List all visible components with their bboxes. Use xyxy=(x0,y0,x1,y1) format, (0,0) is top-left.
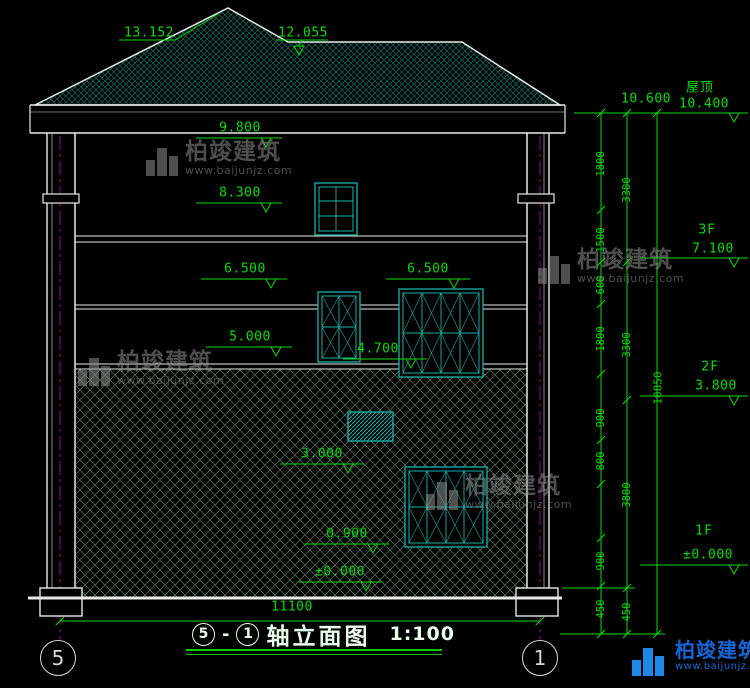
watermark-brand: 柏竣建筑 xyxy=(185,139,281,165)
watermark: 柏竣建筑 www.baijunjz.com xyxy=(146,140,292,177)
watermark-site: www.baijunjz.com xyxy=(577,272,685,286)
watermark: 柏竣建筑 www.baijunjz.com xyxy=(538,248,684,285)
dim-6500-right: 6.500 xyxy=(407,261,449,277)
level-1f-value: ±0.000 xyxy=(683,547,733,563)
watermark: 柏竣建筑 www.baijunjz.com xyxy=(426,474,572,511)
title-scale: 1:100 xyxy=(389,623,455,645)
dim-chain-inner-6: 900 xyxy=(595,551,607,571)
watermark-site: www.baijunjz.com xyxy=(185,164,293,178)
watermark-brand: 柏竣建筑 xyxy=(577,247,673,273)
axis-bubble-right: 1 xyxy=(522,640,558,676)
baijun-logo-icon xyxy=(426,476,460,510)
axis-lines xyxy=(59,136,541,641)
balcony-railing xyxy=(347,411,394,442)
dim-ridge-main: 13.152 xyxy=(124,25,174,41)
dim-total-width: 11100 xyxy=(271,599,313,615)
dim-6500-left: 6.500 xyxy=(224,261,266,277)
window-2f-small xyxy=(317,291,361,363)
level-marks xyxy=(119,13,748,593)
dim-chain-floors-0: 3300 xyxy=(621,177,633,203)
dim-chain-inner-0: 1800 xyxy=(595,151,607,177)
dim-chain-floors-3: 450 xyxy=(621,602,633,622)
baijun-logo-icon xyxy=(632,636,670,676)
brand-logo: 柏竣建筑 www.baijunjz.com xyxy=(632,636,750,676)
window-2f-large xyxy=(398,288,484,378)
watermark-brand: 柏竣建筑 xyxy=(117,349,213,375)
dim-0900: 0.900 xyxy=(326,526,368,542)
dim-chain-inner-3: 1800 xyxy=(595,326,607,352)
dim-chain-inner-7: 450 xyxy=(595,599,607,619)
level-1f-label: 1F xyxy=(695,523,713,539)
axis-bubble-left-number: 5 xyxy=(51,646,65,670)
axis-bubble-right-number: 1 xyxy=(533,646,547,670)
title-name: 轴立面图 xyxy=(266,624,371,650)
dim-chain-inner-4: 900 xyxy=(595,408,607,428)
watermark: 柏竣建筑 www.baijunjz.com xyxy=(78,350,224,387)
walls xyxy=(74,133,528,598)
dim-chain-inner-5: 800 xyxy=(595,451,607,471)
level-2f-label: 2F xyxy=(701,359,719,375)
pilaster-right xyxy=(515,133,559,617)
dim-5000: 5.000 xyxy=(229,329,271,345)
baijun-logo-icon xyxy=(538,250,572,284)
baijun-logo-icon xyxy=(146,142,180,176)
axis-bubble-left: 5 xyxy=(40,640,76,676)
pilaster-left xyxy=(39,133,83,617)
title-dash: - xyxy=(222,623,230,645)
level-3f-value: 7.100 xyxy=(692,241,734,257)
watermark-site: www.baijunjz.com xyxy=(465,498,573,512)
dim-ridge-low: 12.055 xyxy=(278,25,328,41)
level-roof-value: 10.400 xyxy=(679,96,729,112)
dim-chain-floors-2: 3800 xyxy=(621,482,633,508)
level-3f-label: 3F xyxy=(698,222,716,238)
watermark-brand: 柏竣建筑 xyxy=(465,473,561,499)
title-underline-thick xyxy=(186,649,442,651)
dim-3000: 3.000 xyxy=(301,446,343,462)
dim-eave-height: 10.600 xyxy=(621,91,671,107)
dimension-lines xyxy=(55,108,665,639)
brand-logo-site: www.baijunjz.com xyxy=(675,661,750,672)
title-underline-thin xyxy=(186,654,442,655)
level-2f-value: 3.800 xyxy=(695,378,737,394)
watermark-site: www.baijunjz.com xyxy=(117,374,225,388)
title-axis-end: 1 xyxy=(236,622,260,646)
dim-eave: 9.800 xyxy=(219,120,261,136)
window-3f xyxy=(314,182,358,236)
level-roof-label: 屋顶 xyxy=(685,80,715,96)
baijun-logo-icon xyxy=(78,352,112,386)
drawing-title: 5 - 1 轴立面图 1:100 xyxy=(192,620,455,650)
dim-8300: 8.300 xyxy=(219,185,261,201)
roof xyxy=(29,7,566,134)
title-axis-start: 5 xyxy=(192,622,215,646)
dim-total-height: 10850 xyxy=(651,371,665,405)
dim-chain-floors-1: 3300 xyxy=(621,332,633,358)
dim-4700: 4.700 xyxy=(357,341,399,357)
brand-logo-name: 柏竣建筑 xyxy=(675,638,750,662)
dim-zero: ±0.000 xyxy=(315,564,365,580)
